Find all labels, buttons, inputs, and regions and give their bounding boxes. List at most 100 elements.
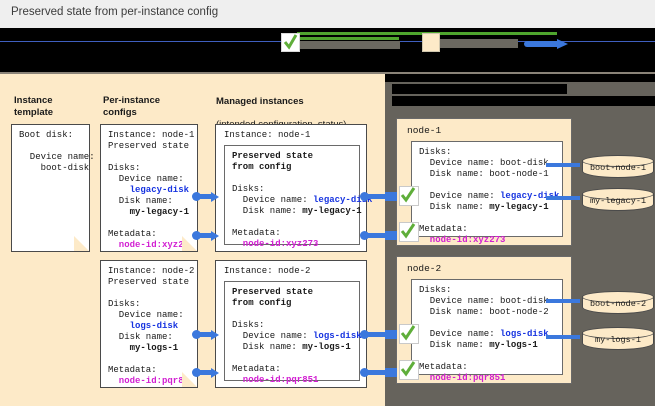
mi2-device-value: logs-disk [313, 331, 362, 341]
connector-dot-6 [360, 231, 369, 240]
pic1-disks-label: Disks: [108, 163, 141, 173]
connector-square-3 [385, 330, 397, 339]
column-heading-per-instance-configs: Per-instance configs [103, 95, 161, 118]
connector-line-7 [367, 332, 385, 337]
n1-pres-device-label: Device name: [419, 191, 501, 201]
disk-label-my-logs-1: my-logs-1 [595, 335, 641, 345]
disk-cylinder-my-legacy-1: my-legacy-1 [582, 188, 654, 213]
mi1-disk-label: Disk name: [232, 206, 303, 216]
pic1-preserved: Preserved state [108, 141, 190, 151]
disk-cylinder-boot-node-2: boot-node-2 [582, 291, 654, 316]
n2-pres-device-label: Device name: [419, 329, 501, 339]
n2-disks-label: Disks: [419, 285, 452, 295]
connector-dot-4 [192, 368, 201, 377]
green-check-icon-n2-metadata [399, 360, 419, 380]
mi1-preserved-body: Preserved state from config Disks: Devic… [232, 151, 372, 250]
mi2-preserved-body: Preserved state from config Disks: Devic… [232, 287, 362, 386]
connector-line-5 [367, 194, 385, 199]
connector-line-4 [199, 370, 213, 375]
disk-connector-1 [546, 163, 580, 167]
pic2-metadata-label: Metadata: [108, 365, 157, 375]
mi2-preserved-l1: Preserved state [232, 287, 314, 297]
n1-pres-disk-value: my-legacy-1 [489, 202, 549, 212]
disk-label-boot-node-1: boot-node-1 [589, 163, 647, 173]
connector-arrow-1 [211, 192, 219, 202]
green-check-icon-n2-disk [399, 324, 419, 344]
n2-metadata-label: Metadata: [419, 362, 468, 372]
pic1-instance: Instance: node-1 [108, 130, 195, 140]
cream-square-icon [422, 33, 440, 52]
pic2-preserved: Preserved state [108, 277, 190, 287]
node-2-title: node-2 [407, 263, 442, 274]
pic2-metadata-value: node-id:pqr851 [108, 376, 195, 386]
right-panel-heading-redacted-1 [392, 84, 567, 94]
disk-label-my-legacy-1: my-legacy-1 [589, 196, 647, 206]
managed-instance-card-2: Instance: node-2 Preserved state from co… [215, 260, 367, 388]
n2-boot-disk: Disk name: boot-node-2 [419, 307, 549, 317]
n2-pres-device-value: logs-disk [500, 329, 549, 339]
legend-label-redacted-2 [440, 39, 518, 48]
pic2-disks-label: Disks: [108, 299, 141, 309]
green-line-icon-2 [293, 37, 399, 40]
node-1-title: node-1 [407, 125, 442, 136]
per-instance-config-body-1: Instance: node-1 Preserved state Disks: … [108, 130, 195, 251]
n2-pres-disk-value: my-logs-1 [489, 340, 538, 350]
pic1-device-label: Device name: [108, 174, 184, 184]
pic1-metadata-value: node-id:xyz273 [108, 240, 195, 250]
mi2-disks-label: Disks: [232, 320, 265, 330]
green-check-icon-n1-disk [399, 186, 419, 206]
page-fold-icon [182, 236, 198, 252]
mi1-device-value: legacy-disk [313, 195, 373, 205]
green-line-icon-3 [417, 32, 557, 35]
disk-connector-3 [546, 299, 580, 303]
per-instance-config-card-2: Instance: node-2 Preserved state Disks: … [100, 260, 198, 388]
right-panel-redaction-top [385, 74, 655, 82]
pic2-device-value: logs-disk [108, 321, 179, 331]
node-1-detail-box: Disks: Device name: boot-disk Disk name:… [411, 141, 563, 245]
n1-disks-label: Disks: [419, 147, 452, 157]
mi1-preserved-l1: Preserved state [232, 151, 314, 161]
per-instance-config-body-2: Instance: node-2 Preserved state Disks: … [108, 266, 195, 387]
mi1-metadata-value: node-id:xyz273 [232, 239, 319, 249]
green-line-icon [297, 32, 417, 35]
n2-pres-disk-label: Disk name: [419, 340, 490, 350]
n1-boot-disk: Disk name: boot-node-1 [419, 169, 549, 179]
disk-connector-2 [546, 196, 580, 200]
connector-dot-5 [360, 192, 369, 201]
pic1-disk-value: my-legacy-1 [108, 207, 190, 217]
n1-pres-disk-label: Disk name: [419, 202, 490, 212]
connector-line-2 [199, 233, 213, 238]
n1-boot-device: Device name: boot-disk [419, 158, 549, 168]
n2-metadata-value: node-id:pqr851 [419, 373, 506, 383]
device-name-value: boot-disk [19, 163, 90, 173]
mi1-instance: Instance: node-1 [224, 130, 311, 140]
mi1-device-label: Device name: [232, 195, 314, 205]
mi2-metadata-label: Metadata: [232, 364, 281, 374]
mi2-preserved-l2: from config [232, 298, 292, 308]
connector-arrow-4 [211, 368, 219, 378]
pic1-metadata-label: Metadata: [108, 229, 157, 239]
mi2-preserved-box: Preserved state from config Disks: Devic… [224, 281, 362, 385]
pic2-device-label: Device name: [108, 310, 184, 320]
disk-cylinder-my-logs-1: my-logs-1 [582, 327, 654, 352]
mi1-disk-value: my-legacy-1 [302, 206, 362, 216]
connector-line-1 [199, 194, 213, 199]
node-2-detail-box: Disks: Device name: boot-disk Disk name:… [411, 279, 563, 383]
connector-square-1 [385, 192, 397, 201]
per-instance-config-card-1: Instance: node-1 Preserved state Disks: … [100, 124, 198, 252]
connector-square-4 [385, 368, 397, 377]
connector-dot-8 [360, 368, 369, 377]
mi2-disk-label: Disk name: [232, 342, 303, 352]
mi2-instance: Instance: node-2 [224, 266, 311, 276]
connector-line-6 [367, 233, 385, 238]
pic1-disk-label: Disk name: [108, 196, 173, 206]
green-check-icon [281, 33, 300, 52]
pic2-instance: Instance: node-2 [108, 266, 195, 276]
pic1-device-value: legacy-disk [108, 185, 190, 195]
page-title: Preserved state from per-instance config [11, 6, 219, 18]
right-panel-heading-redacted-2 [392, 96, 655, 106]
mi1-metadata-label: Metadata: [232, 228, 281, 238]
connector-arrow-3 [211, 330, 219, 340]
connector-dot-7 [360, 330, 369, 339]
